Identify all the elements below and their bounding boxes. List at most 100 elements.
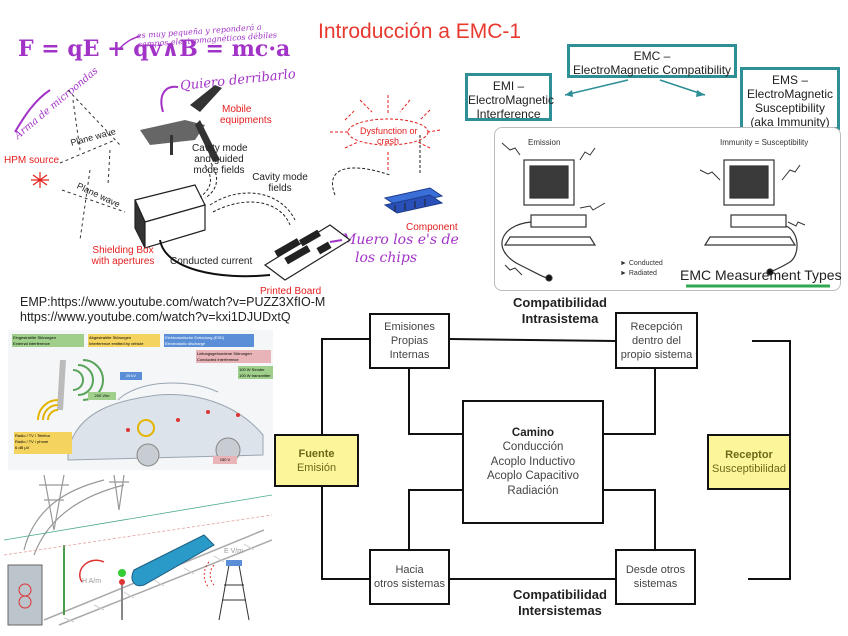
handwritten-formula: F = qE + qv∧B = mc·a	[18, 36, 291, 62]
camino-acoplo-capacitivo: Acoplo Capacitivo	[486, 470, 580, 483]
emc-box-line2: ElectroMagnetic Compatibility	[572, 63, 732, 77]
computer-immunity-icon	[703, 159, 798, 276]
tag-radio-sub: Radio / TV / phone	[15, 439, 49, 444]
legend-conducted: ► Conducted	[620, 260, 663, 267]
desde-box: Desde otros sistemas	[615, 549, 696, 605]
tag-conducted-title: Leitungsgebundene Störungen	[197, 351, 252, 356]
tag-external-title: Eingestrahlte Störungen	[13, 335, 56, 340]
h-field-label: H A/m	[82, 578, 102, 585]
immunity-label: Immunity = Susceptibility	[720, 138, 809, 147]
emisiones-line2: Propias	[390, 335, 429, 347]
recepcion-line3: propio sistema	[620, 348, 693, 361]
field-arrows	[199, 135, 421, 226]
dysfunction-label-2: crash	[376, 136, 399, 146]
tag-sender-sub: 100 W transmitter	[239, 373, 271, 378]
tag-external-sub: External interference	[13, 341, 50, 346]
purple-arrow-formula	[119, 35, 141, 49]
dysfunction-burst-icon	[330, 95, 441, 170]
tag-vehicle-title: Abgestrahlte Störungen	[89, 335, 132, 340]
tag-150v: 150 V	[213, 456, 237, 464]
tag-esd-title: Elektrostatische Entladung (ESD)	[165, 335, 225, 340]
emisiones-box: Emisiones Propias Internas	[369, 313, 450, 369]
hacia-line2: otros sistemas	[374, 578, 445, 590]
tag-esd: Elektrostatische Entladung (ESD)Electros…	[164, 334, 254, 347]
camino-title: Camino	[511, 426, 555, 439]
shielding-box-label-1: Shielding Box	[92, 245, 154, 256]
cavity-mode-label-1: Cavity mode	[192, 143, 248, 154]
recepcion-line2: dentro del	[632, 334, 681, 347]
printed-board-icon	[263, 224, 352, 281]
cavity-fields-label-1: Cavity mode	[252, 172, 308, 183]
top-connector	[449, 338, 617, 342]
emisiones-line1: Emisiones	[384, 321, 435, 333]
purple-arrow-quiero	[160, 85, 179, 113]
mobile-equipment-label-2: equipments	[220, 115, 272, 126]
tag-radio-title: Radio / TV / Telefon	[15, 433, 50, 438]
transformer-box-icon	[7, 564, 43, 626]
hacia-box: Hacia otros sistemas	[369, 549, 450, 605]
recepcion-line1: Recepción	[630, 320, 683, 333]
arrow-emc-to-emi	[564, 79, 629, 96]
hpm-source-icon	[31, 172, 49, 188]
cavity-mode-label-3: mode fields	[193, 165, 245, 176]
emi-box: EMI – ElectroMagnetic Interference	[465, 73, 555, 121]
shielding-box-icon	[134, 184, 206, 249]
handwritten-chips-note-1: Muero los e's de	[342, 232, 459, 248]
emi-box-line2: ElectroMagnetic	[468, 93, 555, 107]
emc-measurement-panel	[494, 127, 841, 291]
conducted-current-arrow	[159, 239, 271, 278]
hacia-line1: Hacia	[395, 564, 424, 576]
inter-label-line2: Intersistemas	[518, 603, 602, 618]
emc-box-line1: EMC –	[633, 49, 671, 63]
cavity-mode-label-2: and guided	[194, 154, 244, 165]
ems-box-line4: (aka Immunity)	[750, 115, 830, 129]
handwritten-chips-note-2: los chips	[355, 250, 418, 266]
fuente-sub: Emisión	[296, 461, 337, 474]
emi-box-line3: Interference	[476, 107, 541, 121]
intra-label: Compatibilidad Intrasistema	[505, 295, 615, 327]
ems-box: EMS – ElectroMagnetic Susceptibility (ak…	[740, 67, 840, 130]
emi-box-line1: EMI –	[492, 79, 525, 93]
hpm-source-label: HPM source	[4, 155, 60, 166]
ems-box-line2: ElectroMagnetic	[746, 87, 834, 101]
emc-box: EMC – ElectroMagnetic Compatibility	[567, 44, 737, 78]
tag-200vm: 200 V/m	[88, 392, 116, 400]
emisiones-line3: Internas	[389, 349, 430, 361]
measurement-caption: EMC Measurement Types	[680, 267, 842, 283]
emp-video-link[interactable]: EMP:https://www.youtube.com/watch?v=PUZZ…	[20, 295, 326, 309]
tag-sender-title: 100 W Sender	[239, 367, 265, 372]
receptor-box: Receptor Susceptibilidad	[707, 434, 791, 490]
ems-box-line3: Susceptibility	[754, 101, 826, 115]
inter-label: Compatibilidad Intersistemas	[505, 587, 615, 619]
plane-wave-lines	[59, 89, 126, 241]
purple-arrow-chips	[329, 239, 343, 243]
e-field-label: E V/m	[224, 548, 244, 555]
receptor-title: Receptor	[725, 449, 773, 461]
emission-label: Emission	[528, 138, 561, 147]
inter-label-line1: Compatibilidad	[513, 587, 607, 602]
tag-25kv: 25 kV	[120, 372, 142, 380]
legend-radiated: ► Radiated	[620, 270, 657, 277]
component-chip-icon	[383, 187, 444, 214]
camino-acoplo-inductivo: Acoplo Inductivo	[490, 455, 576, 468]
intra-label-line2: Intrasistema	[521, 311, 599, 326]
slide-title: Introducción a EMC-1	[318, 20, 522, 43]
ems-box-line1: EMS –	[771, 73, 808, 87]
desde-line1: Desde otros	[625, 564, 686, 576]
camino-radiacion: Radiación	[507, 484, 559, 497]
computer-emission-icon	[501, 159, 597, 282]
dysfunction-label-1: Dysfunction or	[360, 126, 418, 136]
fuente-title: Fuente	[298, 447, 335, 460]
tag-conducted-sub: Conducted interference	[197, 357, 239, 362]
second-video-link[interactable]: https://www.youtube.com/watch?v=kxi1DJUD…	[20, 310, 291, 324]
power-pylons	[23, 474, 129, 556]
inner-bottom-left	[408, 489, 483, 549]
immunity-bolts	[699, 164, 806, 227]
